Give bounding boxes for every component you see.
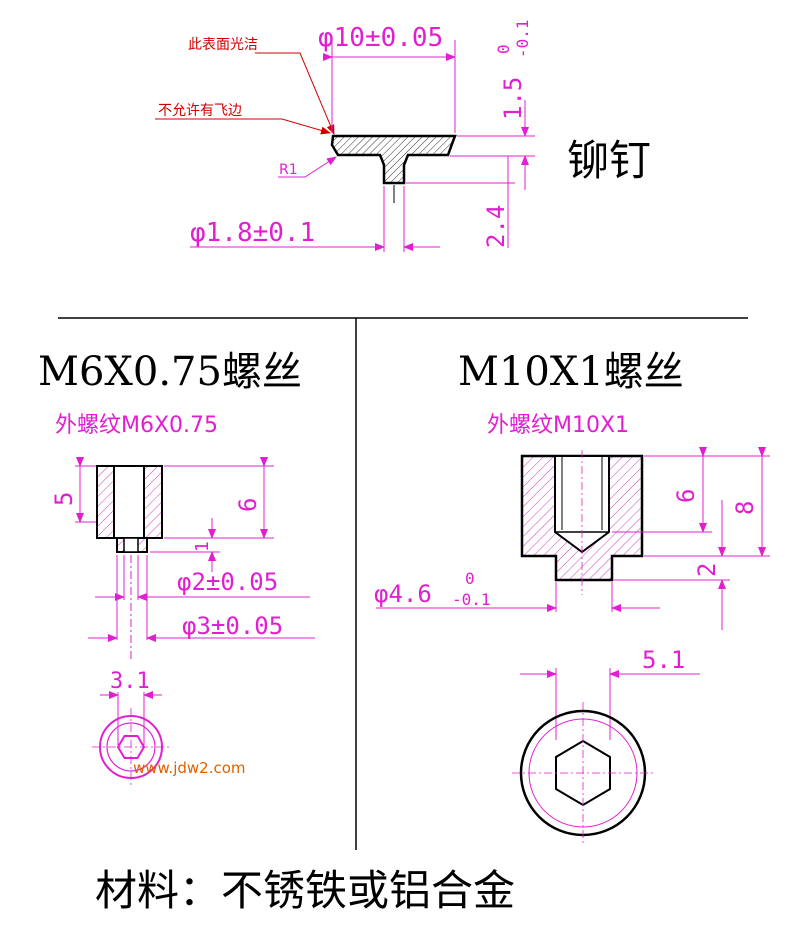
- rivet-section: 此表面光洁 不允许有飞边 R1 φ10±0.05 φ1.8±0.1 1.5 0 …: [155, 19, 651, 252]
- m6-thread-label: 外螺纹M6X0.75: [55, 413, 218, 438]
- radius-label: R1: [279, 162, 298, 178]
- m6-dim6: 6: [234, 498, 262, 512]
- m10-dia-tol-upper: 0: [465, 569, 475, 588]
- shank-length: 2.4: [482, 205, 510, 248]
- m6-dia3: φ3±0.05: [182, 612, 283, 640]
- m6-dia2: φ2±0.05: [177, 568, 278, 596]
- m10-dia-tol-lower: -0.1: [452, 590, 491, 609]
- m6-body-left-wall: [96, 465, 115, 539]
- burr-note: 不允许有飞边: [158, 103, 242, 119]
- head-diameter: φ10±0.05: [318, 23, 443, 53]
- m6-dim1: 1: [192, 541, 213, 552]
- head-tol-lower: -0.1: [513, 19, 532, 58]
- m6-hex-socket: [116, 735, 146, 759]
- watermark: www.jdw2.com: [133, 759, 246, 777]
- m6-dim5: 5: [50, 492, 78, 506]
- m10-thread-label: 外螺纹M10X1: [487, 413, 629, 438]
- m6-section: M6X0.75螺丝 外螺纹M6X0.75 5 6 1 φ2±0.05 φ3±0.…: [38, 349, 315, 786]
- burr-leader: [155, 118, 331, 135]
- rivet-title: 铆钉: [567, 136, 651, 185]
- m6-top-inner: [106, 722, 156, 772]
- m10-section: M10X1螺丝 外螺纹M10X1 6 8 2 φ4.6 0 -0.1 5.1: [374, 349, 770, 845]
- m6-bore: [113, 465, 145, 539]
- m6-pin-hole: [123, 537, 139, 553]
- rivet-profile: [330, 134, 457, 185]
- m10-dim2: 2: [693, 563, 721, 577]
- surface-leader: [255, 52, 335, 135]
- material-note: 材料：不锈铁或铝合金: [95, 866, 515, 915]
- m6-body-right-wall: [143, 465, 163, 539]
- m10-dia: φ4.6: [374, 580, 432, 608]
- m10-title: M10X1螺丝: [458, 349, 684, 395]
- m6-title: M6X0.75螺丝: [38, 349, 302, 395]
- surface-note: 此表面光洁: [188, 37, 258, 53]
- head-tol-upper: 0: [494, 44, 513, 54]
- radius-leader: [278, 156, 337, 178]
- m10-hex-size: 5.1: [642, 646, 685, 674]
- m6-hex-size: 3.1: [110, 669, 150, 694]
- m10-dim6: 6: [672, 489, 700, 503]
- m10-dim8: 8: [731, 501, 759, 515]
- head-thickness: 1.5: [499, 77, 527, 120]
- shank-diameter: φ1.8±0.1: [190, 218, 315, 248]
